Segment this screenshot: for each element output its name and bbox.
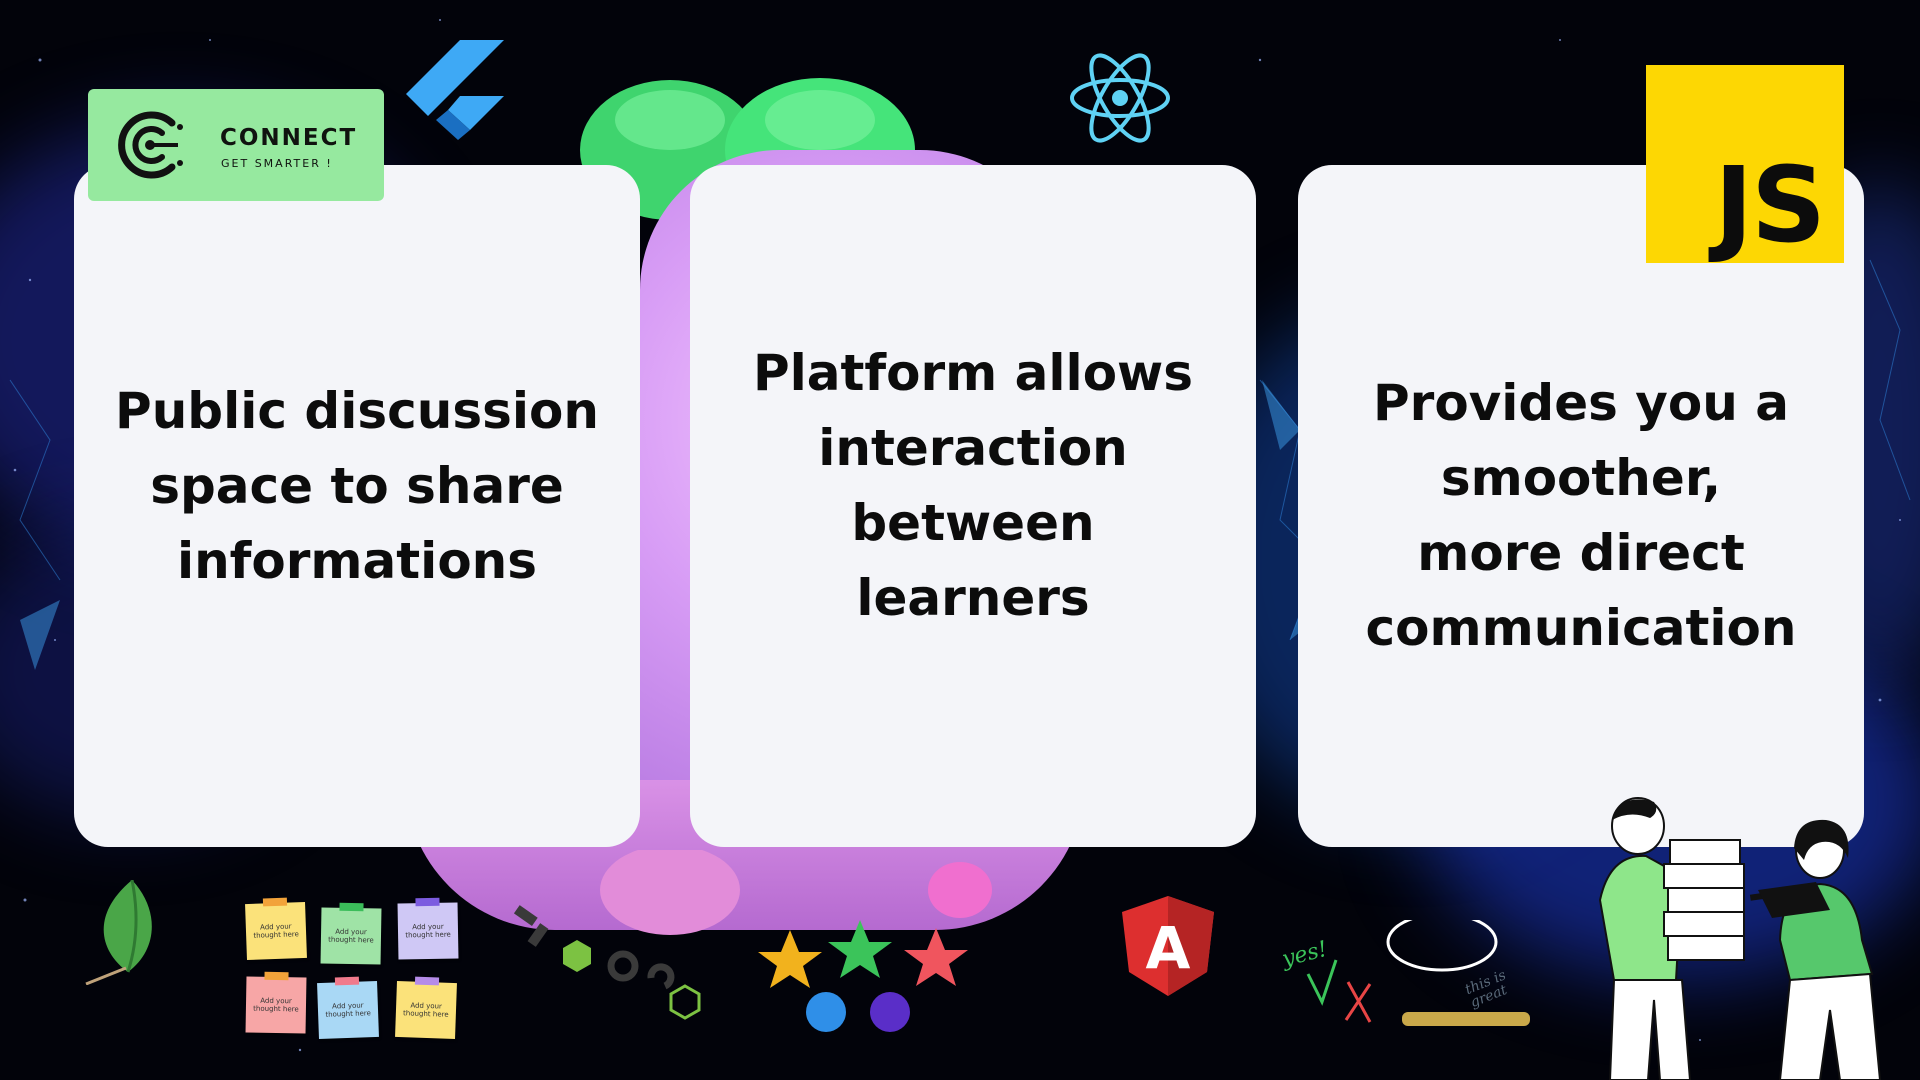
- checkmark-icon: [1306, 959, 1338, 1006]
- sticky-note: Add your thought here: [395, 976, 457, 1040]
- connect-logo-icon: [118, 111, 183, 179]
- note-tape: [264, 971, 289, 981]
- note-text: Add your thought here: [253, 996, 299, 1014]
- card-text: Public discussion space to share informa…: [115, 381, 599, 590]
- mongodb-leaf-icon: [85, 880, 152, 985]
- sticky-note: Add your thought here: [317, 976, 379, 1040]
- card-text: Provides you a smoother, more direct com…: [1365, 374, 1797, 657]
- feature-card-communication: Provides you a smoother, more direct com…: [1298, 165, 1864, 847]
- cross-icon: [1344, 981, 1372, 1023]
- svg-text:A: A: [1146, 914, 1191, 982]
- stars-decoration: [758, 920, 968, 1032]
- sticky-note: Add your thought here: [397, 897, 459, 960]
- sticky-note: Add your thought here: [245, 971, 307, 1034]
- mascot-feet: [600, 850, 992, 935]
- note-text: Add your thought here: [328, 927, 374, 945]
- star-icon: [904, 928, 968, 986]
- note-text: Add your thought here: [405, 922, 451, 940]
- nodejs-icon: [513, 905, 701, 1020]
- logo-title: CONNECT: [220, 125, 358, 151]
- js-icon: JS: [1646, 65, 1844, 263]
- note-text: Add your thought here: [253, 922, 300, 940]
- note-text: Add your thought here: [402, 1001, 449, 1019]
- sticky-note: Add your thought here: [320, 902, 382, 965]
- sticky-note: Add your thought here: [245, 897, 307, 961]
- angular-icon: A: [1122, 896, 1214, 996]
- note-text: Add your thought here: [325, 1001, 372, 1019]
- star-icon: [828, 920, 892, 978]
- note-tape: [415, 897, 440, 907]
- feature-card-discussion: Public discussion space to share informa…: [74, 165, 640, 847]
- note-tape: [334, 976, 360, 986]
- star-icon: [758, 930, 822, 988]
- doodles: [1306, 920, 1530, 1026]
- people-illustration: [1598, 797, 1882, 1080]
- note-tape: [339, 902, 364, 912]
- logo-subtitle: GET SMARTER !: [221, 157, 333, 170]
- flutter-icon: [406, 40, 504, 140]
- js-label: JS: [1714, 144, 1826, 266]
- card-text: Platform allows interaction between lear…: [752, 344, 1193, 627]
- connect-logo: CONNECT GET SMARTER !: [88, 89, 384, 201]
- note-tape: [262, 897, 288, 907]
- feature-card-interaction: Platform allows interaction between lear…: [690, 165, 1256, 847]
- note-tape: [414, 976, 440, 986]
- react-icon: [1070, 53, 1170, 143]
